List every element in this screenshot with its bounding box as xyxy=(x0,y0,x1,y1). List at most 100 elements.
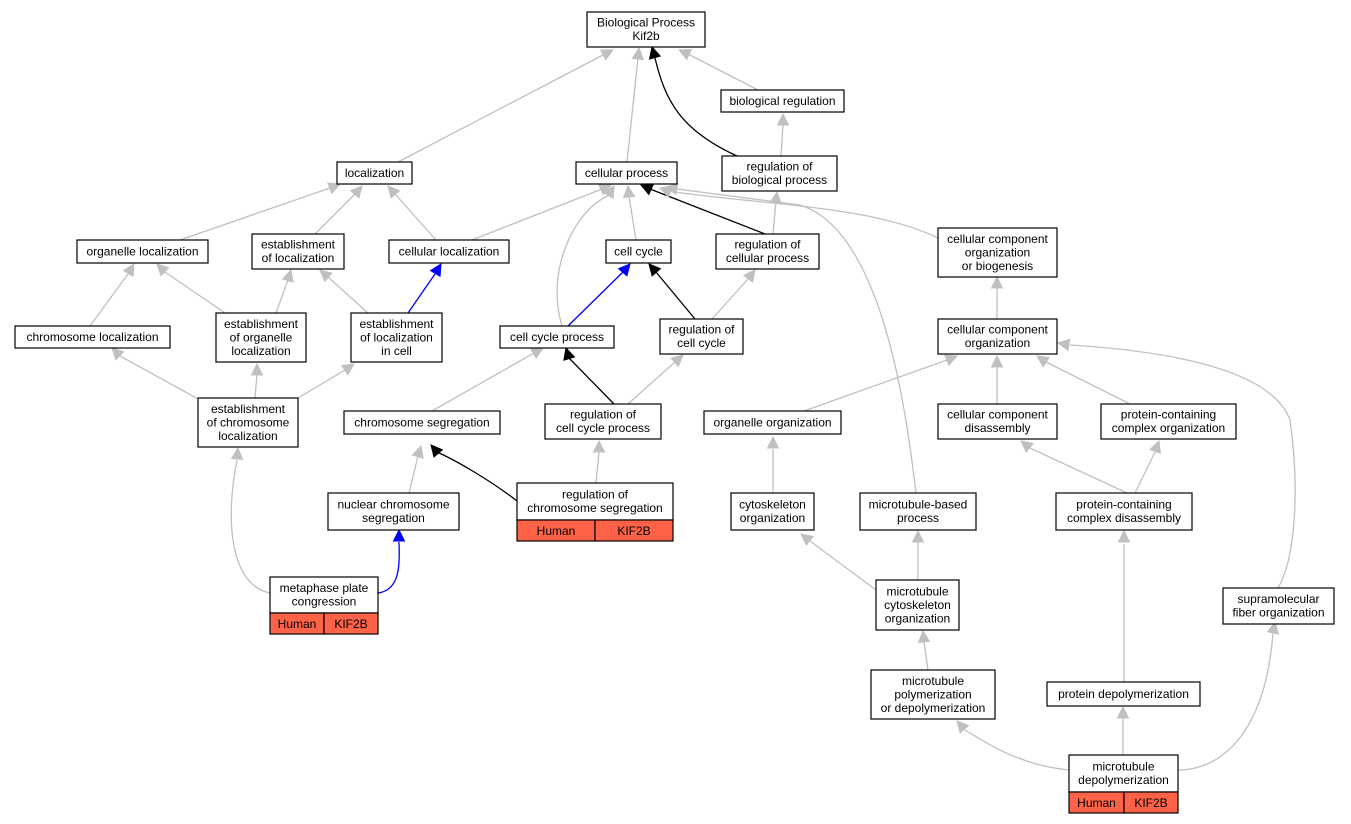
node-chromosome-segregation[interactable]: chromosome segregation xyxy=(343,410,501,435)
node-organelle-organization[interactable]: organelle organization xyxy=(703,410,842,435)
edge-line xyxy=(655,271,696,320)
edge-line xyxy=(436,451,518,502)
edge-line xyxy=(471,188,603,241)
edge-regulates xyxy=(648,45,738,157)
node-label: regulation of xyxy=(570,408,637,422)
node-label: of organelle xyxy=(230,330,293,344)
edge-is-a xyxy=(319,269,369,314)
edge-line xyxy=(626,57,639,163)
node-cellular-localization[interactable]: cellular localization xyxy=(388,239,510,264)
node-label: protein-containing xyxy=(1121,408,1216,422)
node-cellular-process[interactable]: cellular process xyxy=(575,161,678,185)
arrowhead xyxy=(319,269,333,283)
edge-is-a xyxy=(1020,440,1128,494)
node-label: establishment xyxy=(211,402,286,416)
edge-is-a xyxy=(556,185,615,327)
node-box xyxy=(1222,587,1335,625)
edge-line xyxy=(568,357,615,405)
edge-is-a xyxy=(658,186,939,239)
edge-is-a xyxy=(387,185,437,241)
node-label: cellular component xyxy=(947,232,1048,246)
arrowhead xyxy=(1117,529,1131,543)
node-label: polymerization xyxy=(894,687,971,701)
node-box xyxy=(1055,492,1193,531)
edge-line xyxy=(809,540,877,591)
node-label: protein depolymerization xyxy=(1058,687,1189,701)
node-cell-cycle[interactable]: cell cycle xyxy=(605,239,672,264)
edge-is-a xyxy=(1056,338,1296,589)
edge-is-a xyxy=(471,183,613,241)
node-protein-depolymerization[interactable]: protein depolymerization xyxy=(1046,681,1201,707)
edge-line xyxy=(654,57,738,157)
edge-line xyxy=(1069,344,1296,589)
arrowhead xyxy=(1116,705,1130,719)
edge-line xyxy=(711,278,749,320)
node-label: cell cycle process xyxy=(510,330,604,344)
node-box xyxy=(544,403,662,440)
arrowhead xyxy=(648,263,662,277)
edge-is-a xyxy=(990,354,1004,404)
node-cell-cycle-process[interactable]: cell cycle process xyxy=(499,325,615,349)
edge-is-a xyxy=(297,363,355,399)
node-label: chromosome segregation xyxy=(527,501,662,515)
node-organelle-localization[interactable]: organelle localization xyxy=(76,239,209,264)
edge-line xyxy=(567,271,624,327)
arrowhead xyxy=(911,529,925,543)
edge-line xyxy=(595,451,600,484)
arrowhead xyxy=(597,183,613,196)
node-chromosome-localization[interactable]: chromosome localization xyxy=(14,325,171,349)
node-box xyxy=(937,227,1058,278)
edge-line xyxy=(119,355,201,401)
node-localization[interactable]: localization xyxy=(336,161,413,185)
node-box xyxy=(730,492,815,531)
node-box xyxy=(721,155,838,192)
edge-line xyxy=(1029,447,1128,494)
edge-line xyxy=(1177,632,1274,771)
gene-label: KIF2B xyxy=(617,524,650,538)
edge-is-a xyxy=(1036,355,1131,405)
arrowhead xyxy=(648,45,662,60)
edge-line xyxy=(780,123,784,157)
node-box xyxy=(327,492,460,531)
edge-is-a xyxy=(1116,705,1130,755)
edge-line xyxy=(964,729,1070,771)
edge-is-a xyxy=(627,354,684,405)
node-label: microtubule xyxy=(1092,760,1154,774)
node-label: process xyxy=(897,511,939,525)
node-label: cellular localization xyxy=(399,244,500,258)
edge-line xyxy=(377,541,400,594)
node-box xyxy=(251,233,345,270)
arrowhead xyxy=(943,354,959,367)
edge-is-a xyxy=(592,439,606,484)
node-label: segregation xyxy=(362,511,425,525)
arrowhead xyxy=(429,263,442,278)
arrowhead xyxy=(387,185,401,199)
node-box xyxy=(586,11,706,48)
node-biological-regulation[interactable]: biological regulation xyxy=(720,89,845,113)
edge-line xyxy=(230,459,271,594)
